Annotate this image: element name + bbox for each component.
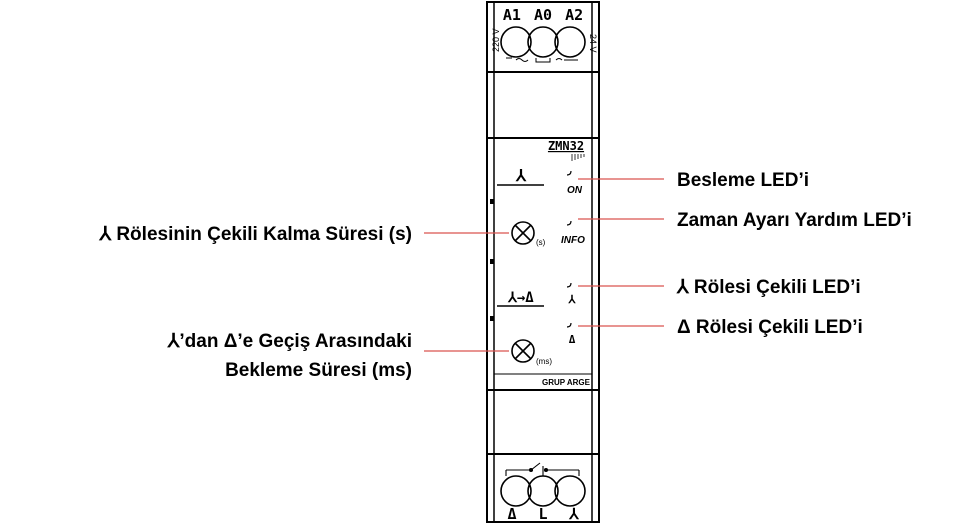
section2-star-delta-symbol: ⅄→Δ xyxy=(507,290,534,306)
model-label: ZMN32 xyxy=(548,139,584,153)
front-panel xyxy=(486,137,600,391)
top-spacer-panel xyxy=(486,71,600,139)
power-led-icon xyxy=(566,170,572,176)
power-led-label: ON xyxy=(567,185,583,196)
knob1-unit: (s) xyxy=(536,238,546,247)
top-terminal-labels: A1 A0 A2 xyxy=(503,6,583,24)
panel-mark-1 xyxy=(490,199,494,204)
callout-transition-line1: ⅄’dan Δ’e Geçiş Arasındaki xyxy=(167,331,412,352)
knob2-unit: (ms) xyxy=(536,357,552,366)
section1-star-symbol: ⅄ xyxy=(515,166,527,185)
bottom-terminal-star: ⅄ xyxy=(568,505,579,523)
leader-lines xyxy=(424,178,664,352)
bottom-spacer-panel xyxy=(486,389,600,455)
voltage-left-label: 220 V xyxy=(491,28,501,52)
callout-star-hold-time: ⅄ Rölesinin Çekili Kalma Süresi (s) xyxy=(98,224,412,245)
star-relay-led-label: ⅄ xyxy=(568,293,577,306)
brand-label: GRUP ARGE xyxy=(542,378,591,387)
bottom-terminal-delta: Δ xyxy=(507,505,516,523)
callout-transition-line2: Bekleme Süresi (ms) xyxy=(225,360,412,381)
bottom-switch-symbol xyxy=(505,462,580,476)
front-panel-contents: ZMN32 ⅄ ON (s) INFO ⅄→Δ ⅄ xyxy=(490,139,592,387)
callout-power-led: Besleme LED’i xyxy=(677,170,809,191)
delta-relay-led-icon xyxy=(566,322,572,328)
bottom-terminal-line: L xyxy=(538,505,547,523)
model-hatch xyxy=(571,154,585,161)
top-wiring-marks xyxy=(506,57,578,63)
bottom-terminal-block xyxy=(486,453,600,523)
top-terminals: A1 A0 A2 220 V 24 V xyxy=(491,6,598,63)
relay-device xyxy=(486,1,600,523)
knob-transition-delay[interactable] xyxy=(511,339,535,363)
info-led-label: INFO xyxy=(561,235,585,246)
knob-hold-time[interactable] xyxy=(511,221,535,245)
voltage-right-label: 24 V xyxy=(588,34,598,53)
bottom-terminals: Δ L ⅄ xyxy=(500,462,586,523)
panel-mark-2 xyxy=(490,259,494,264)
callout-star-relay-led: ⅄ Rölesi Çekili LED’i xyxy=(676,277,861,298)
top-screw-terminals xyxy=(500,26,586,58)
delta-relay-led-label: Δ xyxy=(569,333,576,346)
panel-mark-3 xyxy=(490,316,494,321)
bottom-screw-terminals xyxy=(500,475,586,507)
star-relay-led-icon xyxy=(566,282,572,288)
callout-delta-relay-led: Δ Rölesi Çekili LED’i xyxy=(677,317,863,338)
info-led-icon xyxy=(566,220,572,226)
callout-time-help-led: Zaman Ayarı Yardım LED’i xyxy=(677,210,912,231)
